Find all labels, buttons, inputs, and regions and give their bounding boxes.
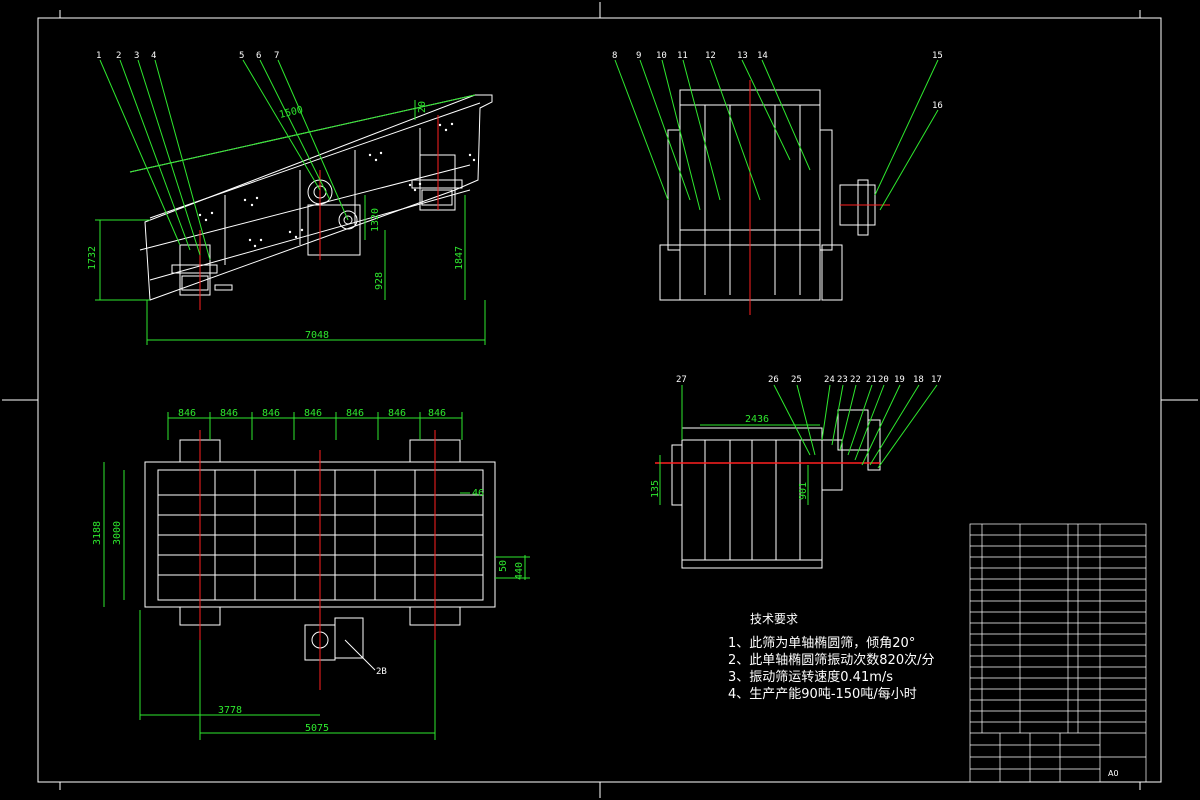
dim-plan-spacing-1: 846 [178,408,196,419]
dim-side-top: 20 [417,101,428,113]
callout-4: 4 [151,51,156,61]
callout-leader-28 [344,639,376,671]
callout-6: 6 [256,51,261,61]
notes-title: 技术要求 [750,612,799,626]
technical-requirements: 技术要求 1、此筛为单轴椭圆筛，倾角20° 2、此单轴椭圆筛振动次数820次/分… [728,610,934,703]
callout-24: 24 [824,375,835,385]
dim-side-diag: 1500 [278,105,304,121]
dim-side-hsmall: 1320 [370,208,381,232]
callout-leaders-front [614,59,939,211]
end-view: 2436 135 901 27 26 25 24 23 22 21 20 19 [650,375,942,569]
dim-plan-d46: 46 [472,488,484,499]
dim-side-hmid: 928 [374,272,385,290]
callout-9: 9 [636,51,641,61]
callout-12: 12 [705,51,716,61]
callout-8: 8 [612,51,617,61]
callout-leaders-end [681,384,938,469]
notes-line-2: 2、此单轴椭圆筛振动次数820次/分 [728,653,935,668]
dim-end-hleft: 135 [650,480,661,498]
callouts-side: 1 2 3 4 5 6 7 [96,51,279,61]
dim-plan-len-a: 3778 [218,705,242,716]
callouts-front: 8 9 10 11 12 13 14 15 16 [612,51,943,111]
dim-plan-spacing-7: 846 [428,408,446,419]
callout-7: 7 [274,51,279,61]
dim-plan-spacing-3: 846 [262,408,280,419]
callout-13: 13 [737,51,748,61]
callout-10: 10 [656,51,667,61]
dim-plan-d50: 50 [498,560,509,572]
title-block [969,523,1147,783]
side-view: 1500 1732 7048 928 1847 1320 20 1 2 3 4 … [87,51,493,345]
front-view: 8 9 10 11 12 13 14 15 16 [612,51,943,315]
callout-18: 18 [913,375,924,385]
dim-plan-width-outer: 3188 [92,521,103,545]
callout-21: 21 [866,375,877,385]
dim-plan-spacing-6: 846 [388,408,406,419]
callout-15: 15 [932,51,943,61]
sheet-size-label: A0 [1108,769,1119,778]
notes-line-4: 4、生产产能90吨-150吨/每小时 [728,687,917,702]
dim-side-len: 7048 [305,330,329,341]
callout-11: 11 [677,51,688,61]
callout-20: 20 [878,375,889,385]
screen-holes [198,122,476,248]
dim-plan-width-inner: 3000 [112,521,123,545]
callout-28: 2B [376,667,387,677]
callout-27: 27 [676,375,687,385]
callout-23: 23 [837,375,848,385]
callout-14: 14 [757,51,768,61]
callout-leaders-side [99,59,349,261]
dim-plan-len-b: 5075 [305,723,329,734]
dim-plan-spacing-4: 846 [304,408,322,419]
callout-1: 1 [96,51,101,61]
dim-plan-spacing-5: 846 [346,408,364,419]
callout-26: 26 [768,375,779,385]
dim-side-hright: 1847 [454,246,465,270]
plan-spacing-dims: 846 846 846 846 846 846 846 [178,408,446,419]
callout-16: 16 [932,101,943,111]
notes-line-3: 3、振动筛运转速度0.41m/s [728,670,894,685]
dim-plan-d440: 440 [514,562,525,580]
callout-5: 5 [239,51,244,61]
callout-19: 19 [894,375,905,385]
notes-line-1: 1、此筛为单轴椭圆筛，倾角20° [728,636,916,651]
callout-17: 17 [931,375,942,385]
plan-view: 846 846 846 846 846 846 846 3188 3000 46… [92,408,530,740]
dim-end-hmid: 901 [798,482,809,500]
callout-3: 3 [134,51,139,61]
callouts-end: 27 26 25 24 23 22 21 20 19 18 17 [676,375,942,385]
dim-plan-spacing-2: 846 [220,408,238,419]
dim-end-width: 2436 [745,414,769,425]
callout-22: 22 [850,375,861,385]
dim-side-htotal: 1732 [87,246,98,270]
callout-2: 2 [116,51,121,61]
callout-25: 25 [791,375,802,385]
